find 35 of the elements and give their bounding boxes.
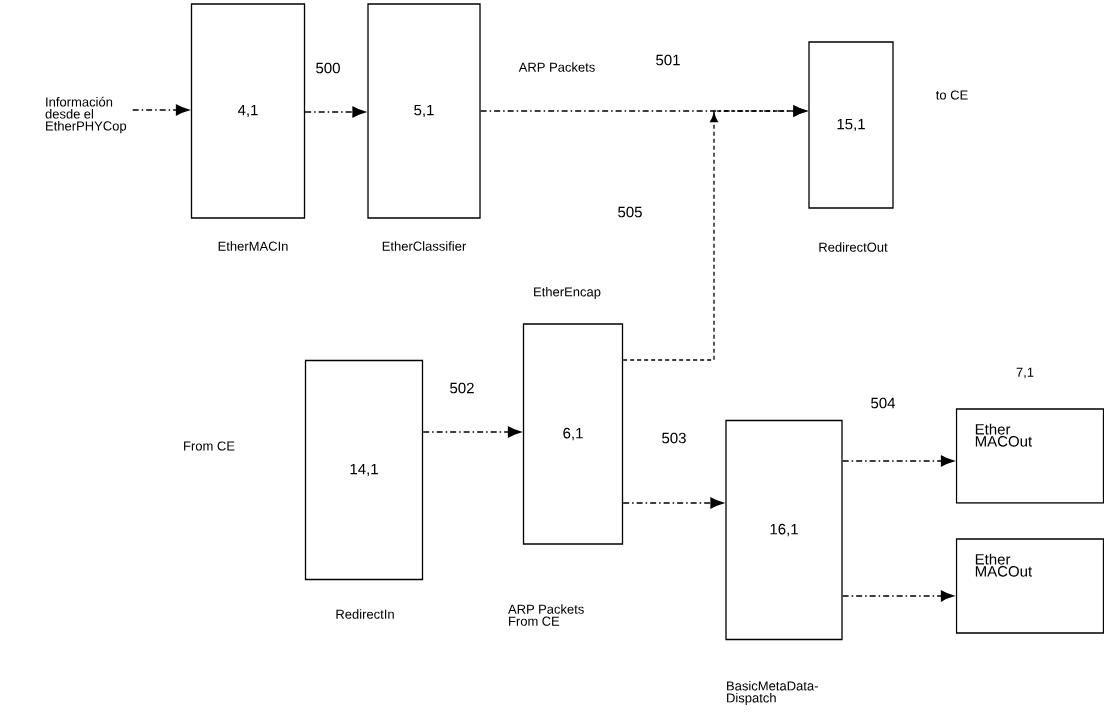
- note-text: ARP Packets: [518, 62, 595, 72]
- edge-label: 505: [616, 205, 644, 219]
- edge-label: 501: [654, 53, 682, 67]
- block-box: 4,1: [190, 3, 306, 219]
- edge-label: 500: [314, 61, 342, 75]
- arrow: [422, 426, 521, 438]
- block-box: 5,1: [367, 3, 481, 219]
- edge-label: 503: [660, 431, 688, 445]
- edge-label: 504: [869, 396, 897, 410]
- block-name: EtherMACIn: [218, 241, 288, 251]
- block-box: [955, 538, 1104, 634]
- note-text: From CE: [184, 441, 235, 451]
- arrow: [622, 105, 807, 361]
- note-text: ARP Packets From CE: [508, 604, 584, 626]
- block-box: [955, 408, 1104, 504]
- arrow: [842, 590, 954, 602]
- block-name: EtherClassifier: [382, 241, 467, 251]
- block-name: RedirectOut: [819, 242, 888, 252]
- block-name: RedirectIn: [336, 609, 394, 619]
- block-name: BasicMetaData-Dispatch: [727, 680, 818, 706]
- note-text: to CE: [935, 90, 968, 100]
- node-label: Ether MACOut: [975, 553, 1033, 577]
- block-box: 15,1: [808, 41, 894, 209]
- arrow: [842, 455, 954, 467]
- source-text: Información desde el EtherPHYCop: [45, 96, 127, 134]
- arrow: [622, 497, 724, 509]
- block-box: 14,1: [304, 359, 424, 581]
- arrow: [132, 104, 189, 116]
- block-name: 7,1: [1016, 367, 1034, 379]
- block-name: EtherEncap: [534, 286, 601, 300]
- arrow: [304, 106, 366, 118]
- block-box: 16,1: [725, 419, 843, 641]
- edge-label: 502: [448, 381, 476, 395]
- block-box: 6,1: [522, 323, 624, 545]
- node-label: Ether MACOut: [975, 423, 1033, 447]
